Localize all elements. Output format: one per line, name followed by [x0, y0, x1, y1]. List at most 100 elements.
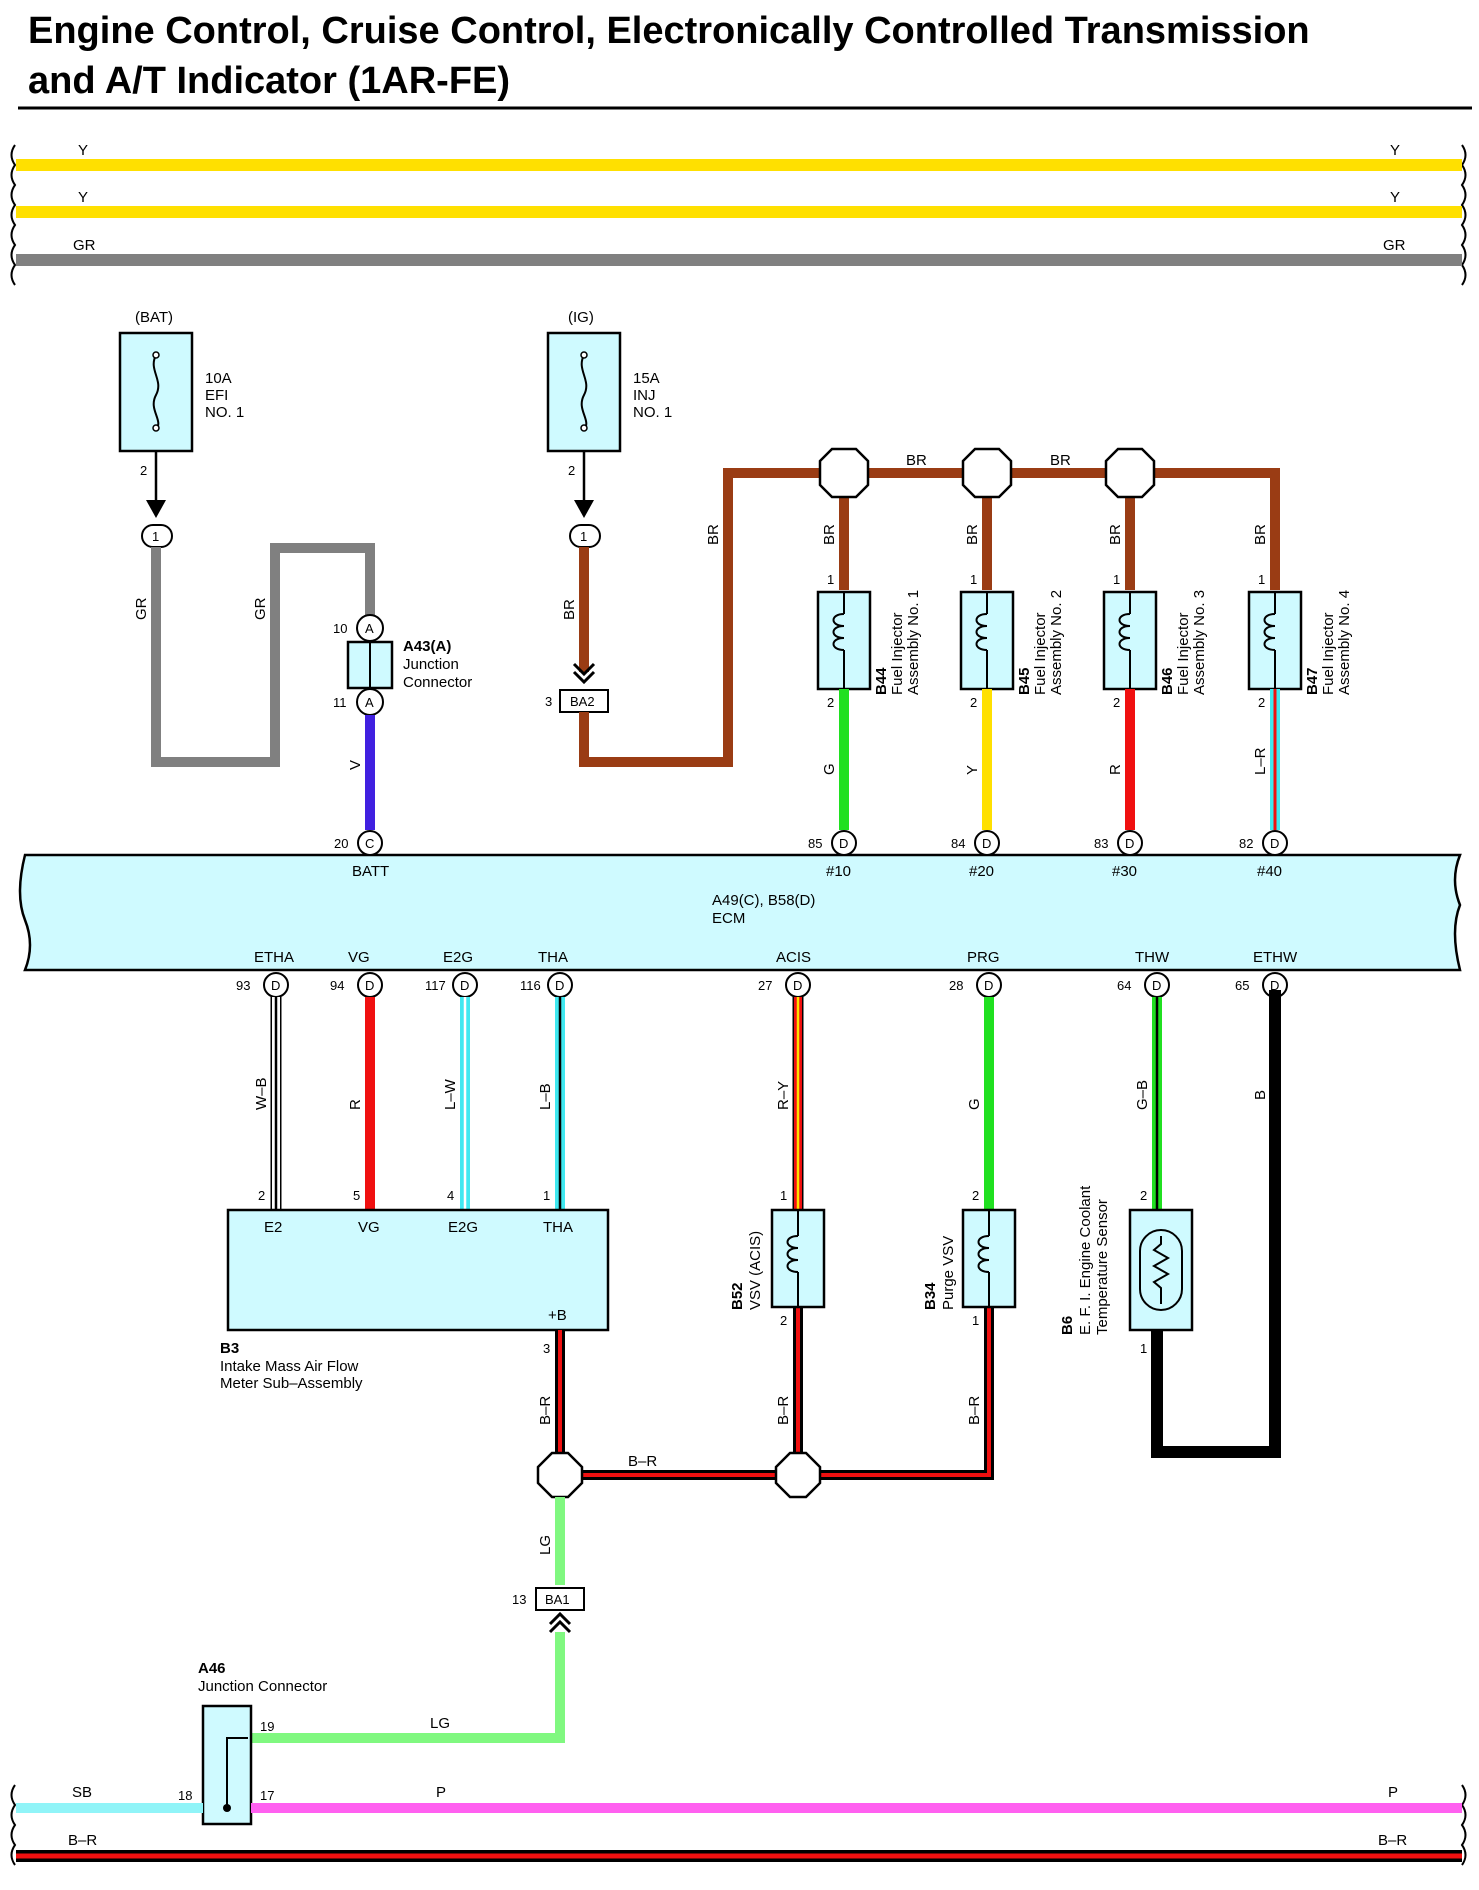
connector-pin-label: 1	[580, 529, 587, 544]
connector-pin	[1117, 830, 1143, 856]
fuse-amps: 10A	[205, 370, 232, 387]
pin-number: 13	[512, 1592, 526, 1607]
splice-point	[818, 447, 870, 499]
component-name: Fuel Injector	[1032, 612, 1049, 695]
pin-number: 27	[758, 978, 772, 993]
connector-chevron-icon	[548, 1611, 572, 1634]
ecm: A49(C), B58(D) ECM	[18, 853, 1462, 972]
pin-number: 1	[1113, 572, 1120, 587]
wire-label: BR	[1107, 524, 1124, 545]
coil-icon	[975, 613, 988, 651]
wire-label: LG	[537, 1535, 554, 1555]
pin-number: 2	[1140, 1188, 1147, 1203]
connector-letter: D	[1152, 978, 1161, 993]
bus-label: Y	[1390, 142, 1400, 159]
ecm-terminal-label: #40	[1257, 863, 1282, 880]
component-code: B34	[922, 1282, 939, 1310]
pin-number: 2	[1113, 695, 1120, 710]
bus-break-right	[1460, 144, 1467, 286]
pin-number: 20	[334, 836, 348, 851]
coil-icon	[1118, 613, 1131, 651]
splice-point	[536, 1451, 584, 1499]
wire-label: V	[347, 760, 364, 770]
component-code: B45	[1016, 667, 1033, 695]
wire-label: R	[1107, 764, 1124, 775]
fuse-name: EFI	[205, 387, 228, 404]
component-code: A43(A)	[403, 638, 451, 655]
bus-break-left	[10, 144, 17, 286]
ecm-code: A49(C), B58(D)	[712, 892, 815, 909]
connector-pin	[357, 830, 383, 856]
connector-letter: A	[365, 621, 374, 636]
bottom-bus: SB P P B–R B–R	[10, 1784, 1467, 1866]
splice-point	[961, 447, 1013, 499]
connector-letter: D	[271, 978, 280, 993]
component-name: Junction Connector	[198, 1678, 327, 1695]
connector-chevron-icon	[572, 662, 596, 685]
connector-label: BA2	[570, 694, 595, 709]
component-name: Fuel Injector	[1320, 612, 1337, 695]
wire-br-outline	[560, 1307, 994, 1480]
pin-number: 83	[1094, 836, 1108, 851]
maf-terminal: E2G	[448, 1219, 478, 1236]
pin-number: 1	[972, 1313, 979, 1328]
pin-number: 2	[140, 463, 147, 478]
bus-label: B–R	[68, 1832, 97, 1849]
fuse-terminal	[580, 351, 588, 359]
connector-letter: D	[1270, 836, 1279, 851]
pin-number: 5	[353, 1188, 360, 1203]
component-name: Assembly No. 1	[905, 590, 922, 695]
wire-label: BR	[964, 524, 981, 545]
connector-pin-label: 1	[152, 529, 159, 544]
arrow-icon	[146, 500, 166, 518]
ecm-terminal-label: #30	[1112, 863, 1137, 880]
wire-b	[1151, 990, 1281, 1458]
ecm-terminal-label: #10	[826, 863, 851, 880]
pin-number: 1	[970, 572, 977, 587]
ground-network: B–R B–R B–R B–R LG BA1 13 LG	[248, 1307, 994, 1743]
fuse-box	[118, 331, 194, 453]
wire-label: G–B	[1134, 1080, 1151, 1110]
component-name: Assembly No. 2	[1048, 590, 1065, 695]
ecm-terminal-label: PRG	[967, 949, 1000, 966]
junction-trace	[226, 1737, 248, 1808]
bus-label: Y	[78, 142, 88, 159]
wire-label: B–R	[966, 1396, 983, 1425]
connector-letter: D	[365, 978, 374, 993]
bus-label: GR	[73, 237, 96, 254]
fuse-terminal	[152, 351, 160, 359]
component-name: Fuel Injector	[889, 612, 906, 695]
component-code: A46	[198, 1660, 226, 1677]
fuse-name: INJ	[633, 387, 656, 404]
fuse-terminal	[152, 424, 160, 432]
connector-label: BA1	[545, 1592, 570, 1607]
wire-label: R	[347, 1099, 364, 1110]
ecm-body	[18, 853, 1462, 972]
pin-number: 17	[260, 1788, 274, 1803]
wire-br	[579, 468, 1280, 767]
ecm-terminal-label: THA	[538, 949, 568, 966]
wire-label: G	[821, 763, 838, 775]
connector-letter: D	[1125, 836, 1134, 851]
junction-connector-a43: A 10 A 11 A43(A) Junction Connector	[333, 614, 472, 716]
component-code: B47	[1304, 667, 1321, 695]
component-name: Temperature Sensor	[1094, 1199, 1111, 1335]
fuse-icon	[152, 354, 160, 431]
wire-label: L–R	[1252, 747, 1269, 775]
pin-number: 2	[970, 695, 977, 710]
pin-number: 1	[780, 1188, 787, 1203]
component-name: Connector	[403, 674, 472, 691]
wire-label: GR	[133, 597, 150, 620]
fuse-box	[546, 331, 622, 453]
connector-letter: D	[1270, 978, 1279, 993]
pin-number: 3	[545, 694, 552, 709]
pin-number: 2	[1258, 695, 1265, 710]
bus-label: Y	[78, 189, 88, 206]
pin-number: 84	[951, 836, 965, 851]
pin-number: 2	[827, 695, 834, 710]
component-name: E. F. I. Engine Coolant	[1077, 1185, 1094, 1335]
ecm-terminal-label: #20	[969, 863, 994, 880]
